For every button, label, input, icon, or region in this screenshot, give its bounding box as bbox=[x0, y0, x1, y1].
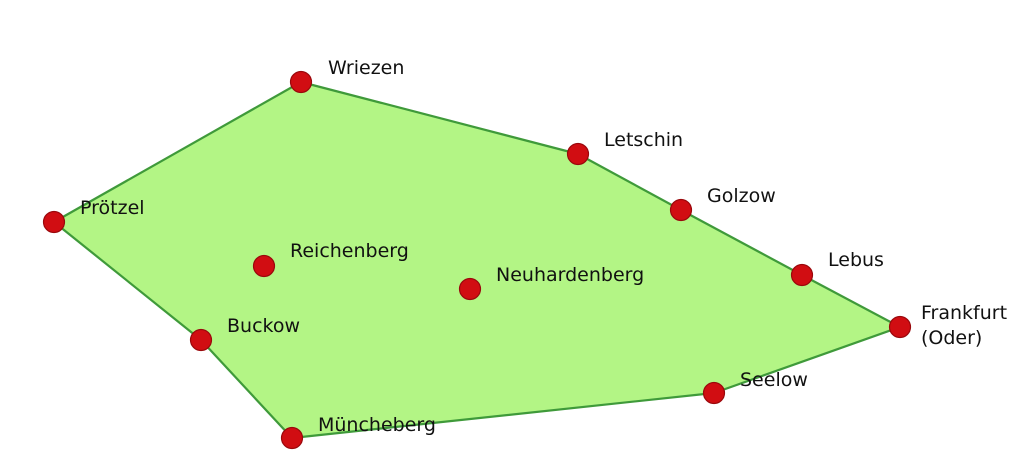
town-label-line: Wriezen bbox=[328, 57, 404, 79]
town-label-neuhardenberg: Neuhardenberg bbox=[496, 264, 644, 286]
town-label-reichenberg: Reichenberg bbox=[290, 240, 409, 262]
town-label-letschin: Letschin bbox=[604, 129, 683, 151]
town-label-line: Golzow bbox=[707, 185, 776, 207]
town-label-seelow: Seelow bbox=[740, 369, 808, 391]
town-label-line: Lebus bbox=[828, 249, 884, 271]
town-marker-buckow bbox=[189, 328, 213, 352]
town-label-line: Müncheberg bbox=[318, 414, 436, 436]
town-label-line: Prötzel bbox=[80, 197, 145, 219]
town-label-line: Letschin bbox=[604, 129, 683, 151]
town-marker-muencheberg bbox=[280, 426, 304, 450]
town-label-line: Frankfurt bbox=[921, 302, 1007, 324]
town-marker-neuhardenberg bbox=[458, 277, 482, 301]
town-marker-reichenberg bbox=[252, 254, 276, 278]
town-marker-lebus bbox=[790, 263, 814, 287]
town-label-proetzel: Prötzel bbox=[80, 197, 145, 219]
town-label-line: Neuhardenberg bbox=[496, 264, 644, 286]
town-label-muencheberg: Müncheberg bbox=[318, 414, 436, 436]
town-label-line: Seelow bbox=[740, 369, 808, 391]
town-label-line: Buckow bbox=[227, 315, 300, 337]
town-marker-wriezen bbox=[289, 70, 313, 94]
town-marker-proetzel bbox=[42, 210, 66, 234]
town-label-frankfurt-oder: Frankfurt (Oder) bbox=[921, 302, 1007, 349]
town-marker-seelow bbox=[702, 381, 726, 405]
town-markers bbox=[42, 70, 912, 450]
town-marker-letschin bbox=[566, 142, 590, 166]
town-label-buckow: Buckow bbox=[227, 315, 300, 337]
town-label-line: (Oder) bbox=[921, 327, 982, 349]
town-marker-golzow bbox=[669, 198, 693, 222]
town-marker-frankfurt-oder bbox=[888, 315, 912, 339]
town-label-golzow: Golzow bbox=[707, 185, 776, 207]
town-label-lebus: Lebus bbox=[828, 249, 884, 271]
town-label-wriezen: Wriezen bbox=[328, 57, 404, 79]
town-label-line: Reichenberg bbox=[290, 240, 409, 262]
region-polygon bbox=[52, 80, 902, 440]
